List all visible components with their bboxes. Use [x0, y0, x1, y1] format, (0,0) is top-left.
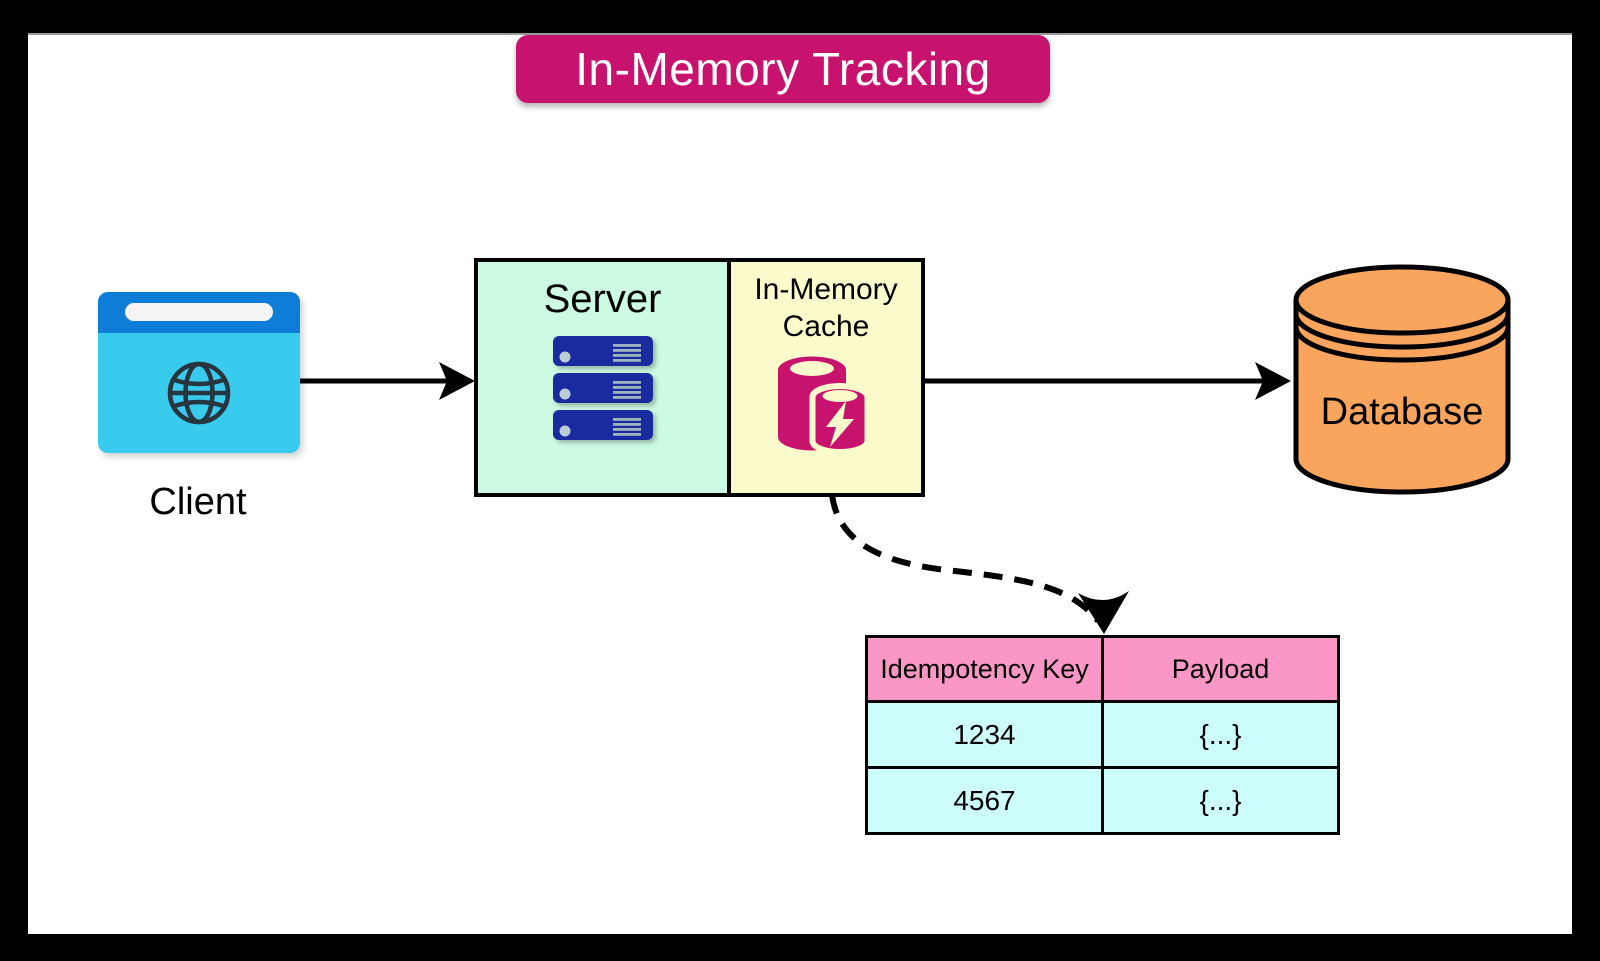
server-cache-box: Server [474, 258, 925, 497]
table-cell: 4567 [868, 769, 1101, 832]
database-node: Database [1290, 262, 1514, 498]
browser-top-bar [98, 292, 300, 333]
table-header-cell: Idempotency Key [868, 638, 1101, 700]
server-label: Server [543, 277, 662, 321]
cache-node: In-Memory Cache [731, 262, 921, 493]
database-cylinder-icon [1293, 264, 1511, 495]
table-cell: {...} [1104, 769, 1337, 832]
table-cell: {...} [1104, 703, 1337, 766]
browser-address-bar [125, 303, 273, 321]
client-node [98, 292, 300, 453]
client-label: Client [149, 481, 247, 523]
database-label: Database [1320, 391, 1484, 433]
arrow-client-to-server [297, 362, 475, 400]
connector-arrows [297, 362, 1291, 634]
cache-cylinder-lightning-icon [776, 355, 876, 455]
arrow-server-to-database [925, 362, 1291, 400]
cache-label: In-Memory Cache [754, 273, 898, 343]
diagram-canvas: In-Memory Tracking Client Server [28, 33, 1572, 934]
server-node: Server [478, 262, 731, 493]
table-header-cell: Payload [1104, 638, 1337, 700]
server-rack-icon [552, 336, 653, 440]
idempotency-table: Idempotency Key Payload 1234 {...} 4567 … [865, 635, 1340, 835]
table-cell: 1234 [868, 703, 1101, 766]
globe-icon [161, 355, 237, 431]
arrow-cache-to-table [829, 494, 1129, 634]
diagram-title: In-Memory Tracking [516, 35, 1050, 103]
